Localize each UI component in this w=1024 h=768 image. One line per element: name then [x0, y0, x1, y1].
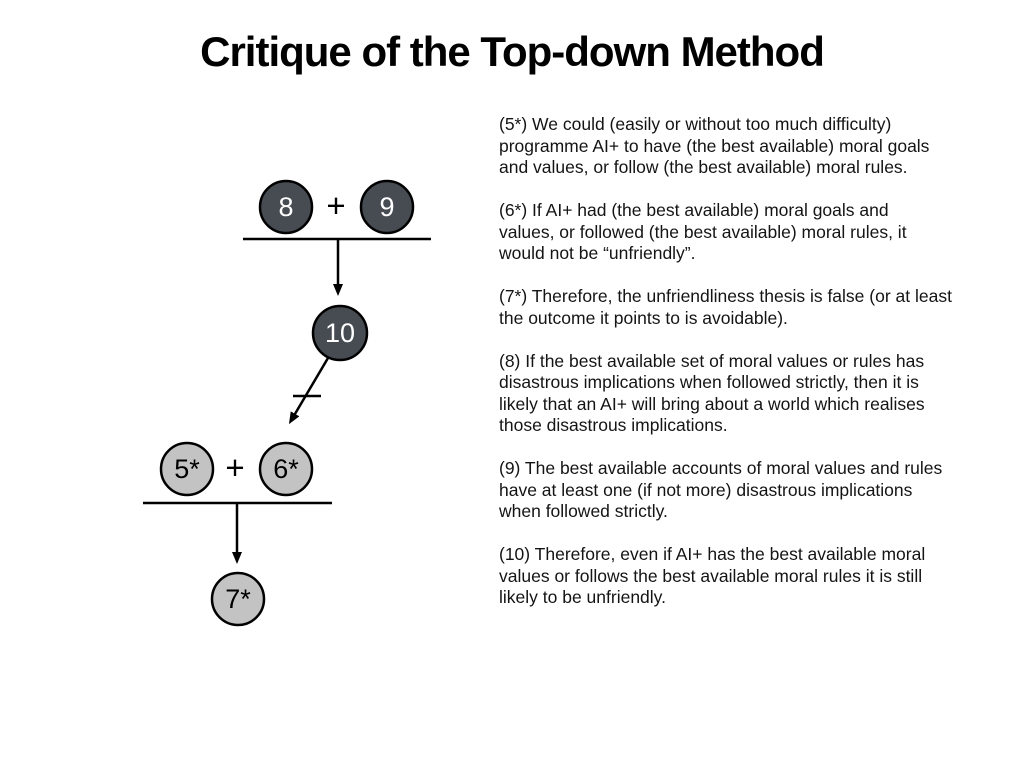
- node-7-star-circle: [210, 571, 266, 627]
- node-7-star-label: 7*: [225, 584, 251, 614]
- premise-6-star: (6*) If AI+ had (the best available) mor…: [499, 200, 907, 263]
- node-8: 8: [258, 179, 314, 235]
- node-6-star-label: 6*: [273, 454, 299, 484]
- node-10-label: 10: [325, 318, 355, 348]
- node-10: 10: [311, 304, 369, 362]
- node-8-label: 8: [278, 192, 293, 222]
- node-8-circle: [258, 179, 314, 235]
- node-6-star-circle: [258, 441, 314, 497]
- node-9-label: 9: [379, 192, 394, 222]
- node-5-star-label: 5*: [174, 454, 200, 484]
- node-6-star: 6*: [258, 441, 314, 497]
- plus-operator-bottom: +: [225, 449, 244, 486]
- node-7-star: 7*: [210, 571, 266, 627]
- premise-8: (8) If the best available set of moral v…: [499, 350, 925, 436]
- node-9: 9: [359, 179, 415, 235]
- node-10-circle: [311, 304, 369, 362]
- premise-5-star: (5*) We could (easily or without too muc…: [499, 114, 930, 177]
- node-5-star-circle: [159, 441, 215, 497]
- slide-title: Critique of the Top-down Method: [200, 28, 825, 75]
- premise-10: (10) Therefore, even if AI+ has the best…: [499, 544, 926, 607]
- node-9-circle: [359, 179, 415, 235]
- premise-9: (9) The best available accounts of moral…: [499, 458, 943, 521]
- premise-list: (5*) We could (easily or without too muc…: [499, 114, 999, 630]
- node-5-star: 5*: [159, 441, 215, 497]
- plus-operator-top: +: [326, 187, 345, 224]
- arrow-10-to-5-6: [288, 357, 330, 425]
- premise-7-star: (7*) Therefore, the unfriendliness thesi…: [499, 286, 952, 328]
